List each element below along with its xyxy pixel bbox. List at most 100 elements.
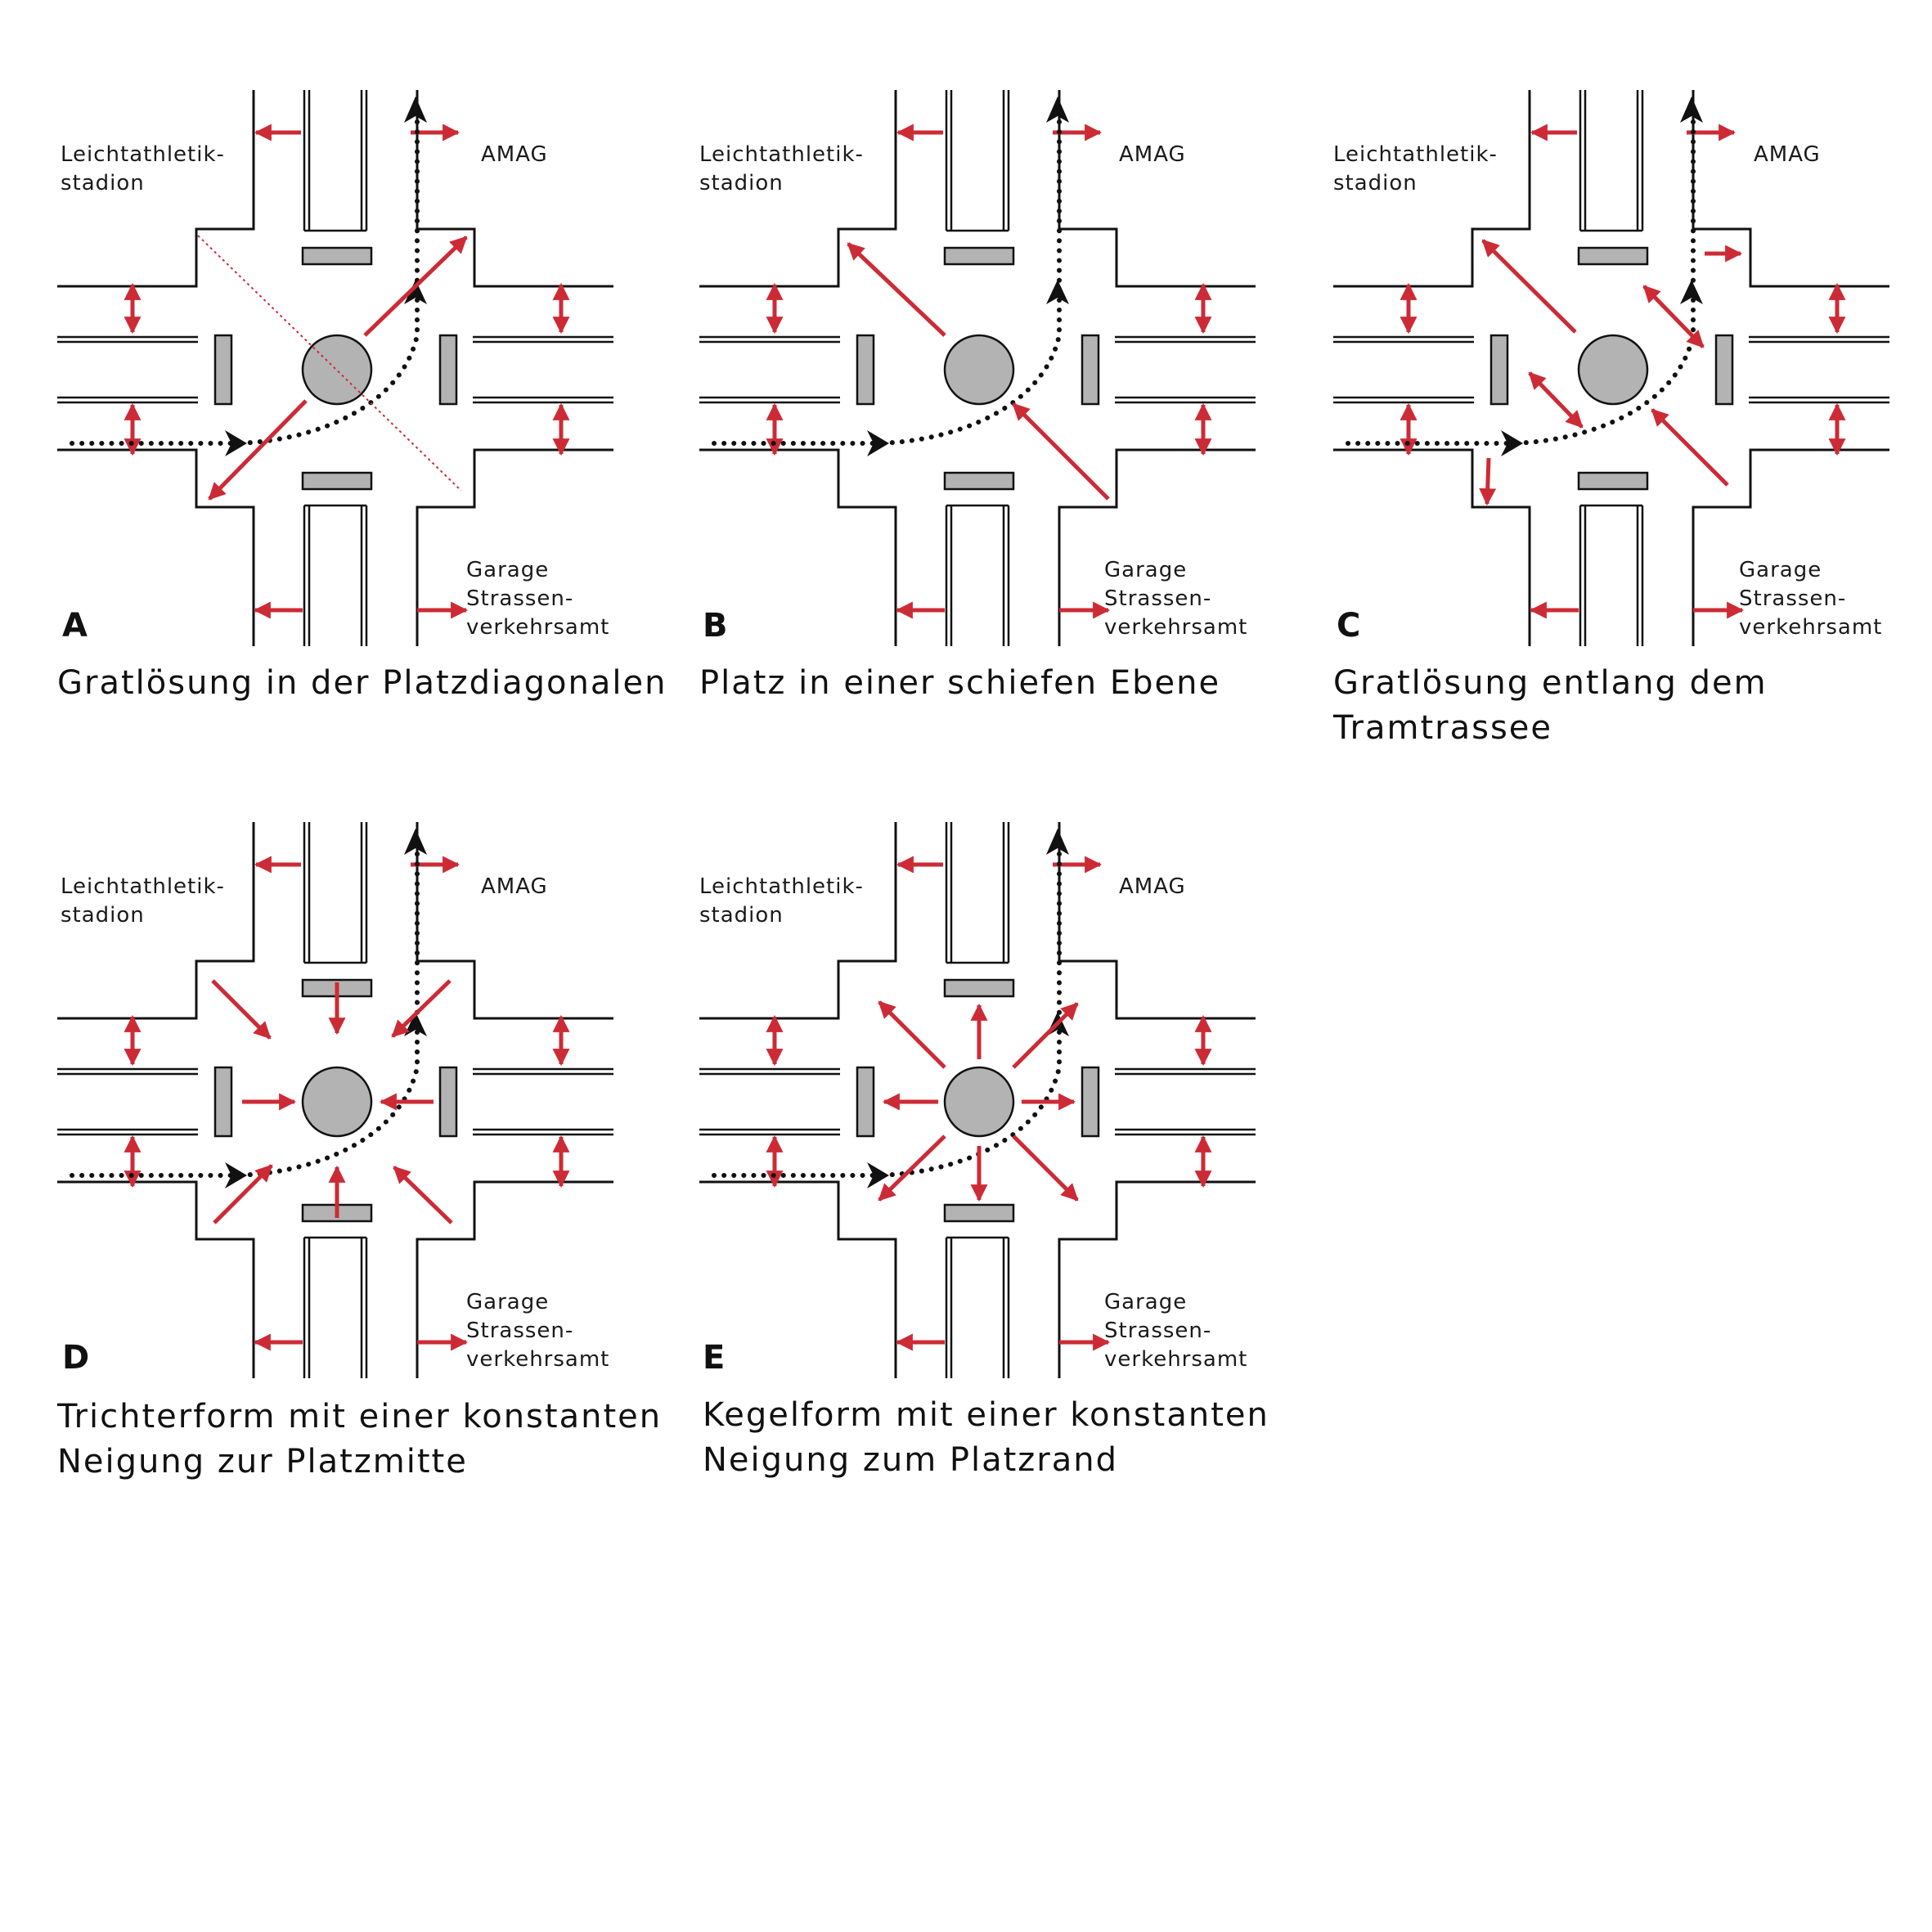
tram-track-east	[1115, 1067, 1256, 1136]
panel-caption: Platz in einer schiefen Ebene	[699, 664, 1221, 702]
route-arrowhead	[404, 829, 427, 855]
route-arrowhead	[404, 280, 427, 304]
plan-b	[699, 90, 1256, 646]
platform-west	[213, 1066, 233, 1138]
tram-track-west	[699, 1067, 840, 1136]
tram-track-north	[1579, 90, 1644, 232]
central-island	[943, 1066, 1015, 1138]
square-outline	[57, 90, 613, 646]
slope-arrow	[1481, 239, 1577, 334]
tram-track-west	[57, 1067, 198, 1136]
platform-north	[943, 246, 1015, 266]
plan-e	[699, 822, 1256, 1378]
tram-track-south	[303, 1236, 368, 1378]
slope-arrow	[878, 1000, 946, 1069]
platform-west	[1489, 334, 1509, 406]
slope-arrow	[391, 979, 452, 1038]
tram-track-north	[945, 822, 1010, 964]
panel-e: Leichtathletik- stadion AMAG Garage Stra…	[699, 822, 1337, 1558]
panel-letter: C	[1337, 607, 1361, 645]
tram-track-south	[1579, 504, 1644, 646]
square-outline	[1333, 90, 1889, 646]
label-top-right: AMAG	[481, 142, 548, 167]
tram-track-east	[1115, 335, 1256, 404]
central-island	[1577, 334, 1649, 406]
route-arrowhead	[225, 1162, 247, 1188]
platform-south	[943, 1203, 1015, 1223]
slope-arrow	[1012, 402, 1110, 501]
label-top-right: AMAG	[481, 874, 548, 899]
tram-track-south	[945, 1236, 1010, 1378]
panel-caption: Gratlösung entlang dem Tramtrassee	[1333, 664, 1768, 747]
tram-track-east	[473, 335, 613, 404]
slope-arrow	[213, 1164, 273, 1224]
label-bottom-right: Garage Strassen- verkehrsamt	[1739, 558, 1883, 640]
platform-north	[1577, 246, 1649, 266]
platform-west	[213, 334, 233, 406]
slope-arrow	[1479, 457, 1497, 506]
tram-track-north	[303, 822, 368, 964]
slope-arrow	[363, 236, 468, 337]
slope-arrow	[211, 979, 272, 1040]
tram-track-west	[1333, 335, 1474, 404]
platform-west	[856, 1066, 875, 1138]
slope-arrow	[1012, 1002, 1079, 1069]
tram-track-north	[303, 90, 368, 232]
plan-a	[57, 90, 613, 646]
panel-letter: A	[62, 607, 88, 645]
ridge-line	[197, 235, 462, 492]
square-outline	[699, 90, 1256, 646]
route-arrowhead	[225, 430, 247, 456]
label-top-right: AMAG	[1119, 142, 1186, 167]
route-arrowhead	[867, 1162, 889, 1188]
panel-b: Leichtathletik- stadion AMAG Garage Stra…	[699, 90, 1337, 826]
platform-south	[1577, 471, 1649, 491]
square-outline	[57, 822, 613, 1378]
panel-caption: Gratlösung in der Platzdiagonalen	[57, 664, 667, 702]
platform-west	[856, 334, 875, 406]
label-top-right: AMAG	[1754, 142, 1821, 167]
tram-track-north	[945, 90, 1010, 232]
label-top-left: Leichtathletik- stadion	[1333, 142, 1498, 195]
central-island	[301, 1066, 373, 1138]
slope-arrow	[847, 242, 946, 337]
label-bottom-right: Garage Strassen- verkehrsamt	[1104, 1290, 1248, 1372]
label-top-left: Leichtathletik- stadion	[699, 874, 864, 928]
panel-d: Leichtathletik- stadion AMAG Garage Stra…	[57, 822, 695, 1558]
platform-east	[1081, 334, 1100, 406]
slope-arrow	[878, 1134, 946, 1202]
route-arrowhead	[404, 1012, 427, 1036]
label-top-left: Leichtathletik- stadion	[61, 874, 225, 928]
panel-letter: D	[62, 1339, 90, 1377]
slope-arrow	[1651, 408, 1729, 487]
platform-east	[438, 1066, 458, 1138]
central-island	[943, 334, 1015, 406]
slope-arrow	[1012, 1134, 1079, 1202]
tram-track-east	[473, 1067, 613, 1136]
platform-north	[301, 246, 373, 266]
route-arrowhead	[1680, 97, 1703, 123]
label-bottom-right: Garage Strassen- verkehrsamt	[466, 558, 610, 640]
route-arrowhead	[1046, 829, 1069, 855]
square-outline	[699, 822, 1256, 1378]
tram-track-west	[699, 335, 840, 404]
tram-track-south	[945, 504, 1010, 646]
slope-arrow	[393, 1166, 453, 1224]
label-top-right: AMAG	[1119, 874, 1186, 899]
platform-south	[301, 471, 373, 491]
panel-caption: Trichterform mit einer konstanten Neigun…	[57, 1398, 663, 1480]
central-island	[301, 334, 373, 406]
tram-track-south	[303, 504, 368, 646]
platform-east	[1714, 334, 1734, 406]
double-slope-arrow	[1528, 371, 1584, 429]
platform-east	[438, 334, 458, 406]
panel-c: Leichtathletik- stadion AMAG Garage Stra…	[1333, 90, 1932, 826]
route-arrowhead	[404, 97, 427, 123]
platform-north	[943, 978, 1015, 998]
route-arrowhead	[1046, 280, 1069, 304]
label-top-left: Leichtathletik- stadion	[61, 142, 225, 195]
plan-d	[57, 822, 613, 1378]
panel-a: Leichtathletik- stadion AMAG Garage Stra…	[57, 90, 695, 826]
route-arrowhead	[1501, 430, 1523, 456]
route-arrowhead	[867, 430, 889, 456]
